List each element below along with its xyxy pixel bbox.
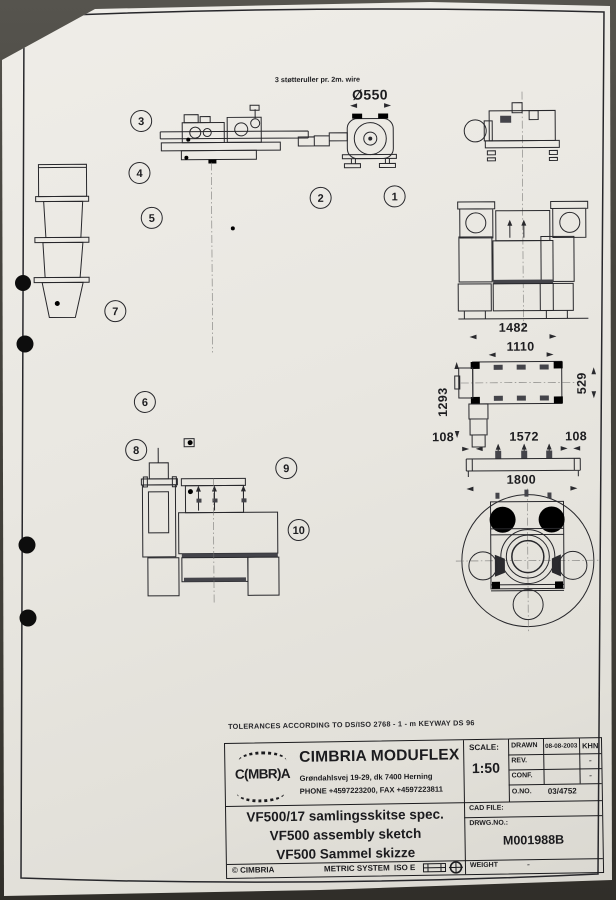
conf-label: CONF.	[511, 772, 533, 780]
wire-note: 3 støtteruller pr. 2m. wire	[275, 75, 360, 85]
svg-text:10: 10	[293, 525, 305, 537]
company-name: CIMBRIA MODUFLEX	[299, 746, 460, 766]
callout-10: 10	[219, 497, 310, 542]
projection-symbol-icon	[422, 861, 463, 874]
bellows-lower-section	[175, 343, 258, 479]
svg-text:2: 2	[318, 193, 324, 205]
callout-7: 7	[60, 300, 127, 323]
weight-value: -	[526, 859, 531, 870]
dim-spout-diameter: Ø550	[352, 86, 388, 102]
iso-code: ISO E	[393, 863, 416, 873]
title-line-danish: VF500/17 samlingsskitse spec.	[246, 806, 444, 825]
title-block: C(MBR)A CIMBRIA MODUFLEX Grøndahlsvej 19…	[224, 737, 605, 879]
dim-left-offset: 108	[432, 430, 454, 444]
punch-hole	[19, 609, 37, 627]
drawing-no-value: M001988B	[502, 832, 565, 848]
svg-text:6: 6	[142, 397, 148, 409]
callout-3: 3	[130, 109, 195, 132]
dim-frame-width-group: 1110	[483, 340, 559, 367]
dim-frame-height: 529	[575, 372, 589, 394]
callout-2: 2	[294, 131, 332, 209]
clamp-bars	[493, 364, 549, 402]
callout-5: 5	[140, 206, 235, 231]
company-phone: PHONE +4597223200, FAX +4597223811	[299, 784, 443, 796]
callout-6: 6	[133, 390, 190, 442]
dim-spout-diameter-group: Ø550	[346, 86, 396, 118]
bellows-upper-section	[169, 160, 262, 353]
dim-side-height-group: 1293	[436, 357, 473, 444]
svg-text:1: 1	[392, 191, 398, 203]
punch-hole	[15, 275, 31, 291]
dim-overall-width-group: 1482	[463, 312, 563, 341]
wire-note-group: 3 støtteruller pr. 2m. wire	[275, 75, 360, 121]
drawn-date: 08-08-2003	[545, 742, 578, 750]
svg-text:4: 4	[136, 168, 143, 180]
copyright: © CIMBRIA	[231, 865, 275, 875]
machine-front-view	[457, 91, 589, 331]
svg-text:5: 5	[149, 213, 155, 225]
rev-label: REV.	[511, 757, 528, 765]
punch-hole	[18, 536, 36, 554]
dim-side-height: 1293	[436, 387, 450, 417]
scale-value: 1:50	[471, 759, 501, 777]
callout-4: 4	[128, 155, 189, 184]
svg-text:9: 9	[283, 463, 289, 475]
hoist-trolley-side-view	[159, 98, 397, 169]
weight-label: WEIGHT	[469, 861, 499, 870]
drawn-initials: KHN	[582, 741, 599, 751]
dim-frame-width: 1110	[506, 340, 534, 354]
cad-file-label: CAD FILE:	[469, 804, 504, 813]
order-no-value: 03/4752	[547, 786, 577, 796]
drawn-label: DRAWN	[511, 742, 538, 750]
callout-1: 1	[370, 151, 406, 208]
dim-base-width: 1800	[507, 473, 537, 487]
conf-value: -	[588, 770, 593, 781]
svg-text:3: 3	[138, 116, 144, 128]
machine-plan-view	[455, 488, 600, 633]
callout-9: 9	[247, 457, 298, 490]
rev-value: -	[588, 755, 592, 766]
tb-line	[508, 783, 602, 786]
dim-overall-width: 1482	[499, 321, 529, 335]
outlet-assembly-front-view	[140, 447, 280, 603]
dim-bolt-span: 1572	[509, 430, 539, 444]
logo-text: C(MBR)A	[234, 765, 291, 782]
dim-frame-height-group: 529	[563, 362, 599, 405]
dim-base-width-group: 1800	[461, 472, 583, 495]
metric-system-label: METRIC SYSTEM	[323, 863, 390, 874]
cone-stack-detail-view	[33, 163, 90, 319]
svg-text:8: 8	[133, 445, 139, 457]
drawing-frame	[20, 8, 605, 883]
punch-hole	[16, 335, 34, 353]
logo-arc-icon	[236, 783, 285, 803]
dim-right-offset: 108	[565, 429, 587, 443]
scale-label: SCALE:	[469, 742, 499, 753]
callouts: 3 4 5 2 1	[60, 109, 406, 542]
company-address: Grøndahlsvej 19-29, dk 7400 Herning	[299, 771, 433, 783]
order-no-label: O.NO.	[511, 788, 532, 796]
dim-bolt-row-group: 108 1572 108	[432, 429, 593, 457]
drawing-no-label: DRWG.NO.:	[469, 819, 509, 828]
svg-text:7: 7	[112, 306, 118, 318]
tb-line	[464, 815, 603, 819]
punch-holes	[15, 275, 37, 627]
callout-8: 8	[125, 439, 161, 464]
cimbria-logo: C(MBR)A	[229, 750, 296, 803]
drawing-titles: VF500/17 samlingsskitse spec. VF500 asse…	[226, 804, 465, 865]
machine-side-view	[454, 360, 581, 477]
